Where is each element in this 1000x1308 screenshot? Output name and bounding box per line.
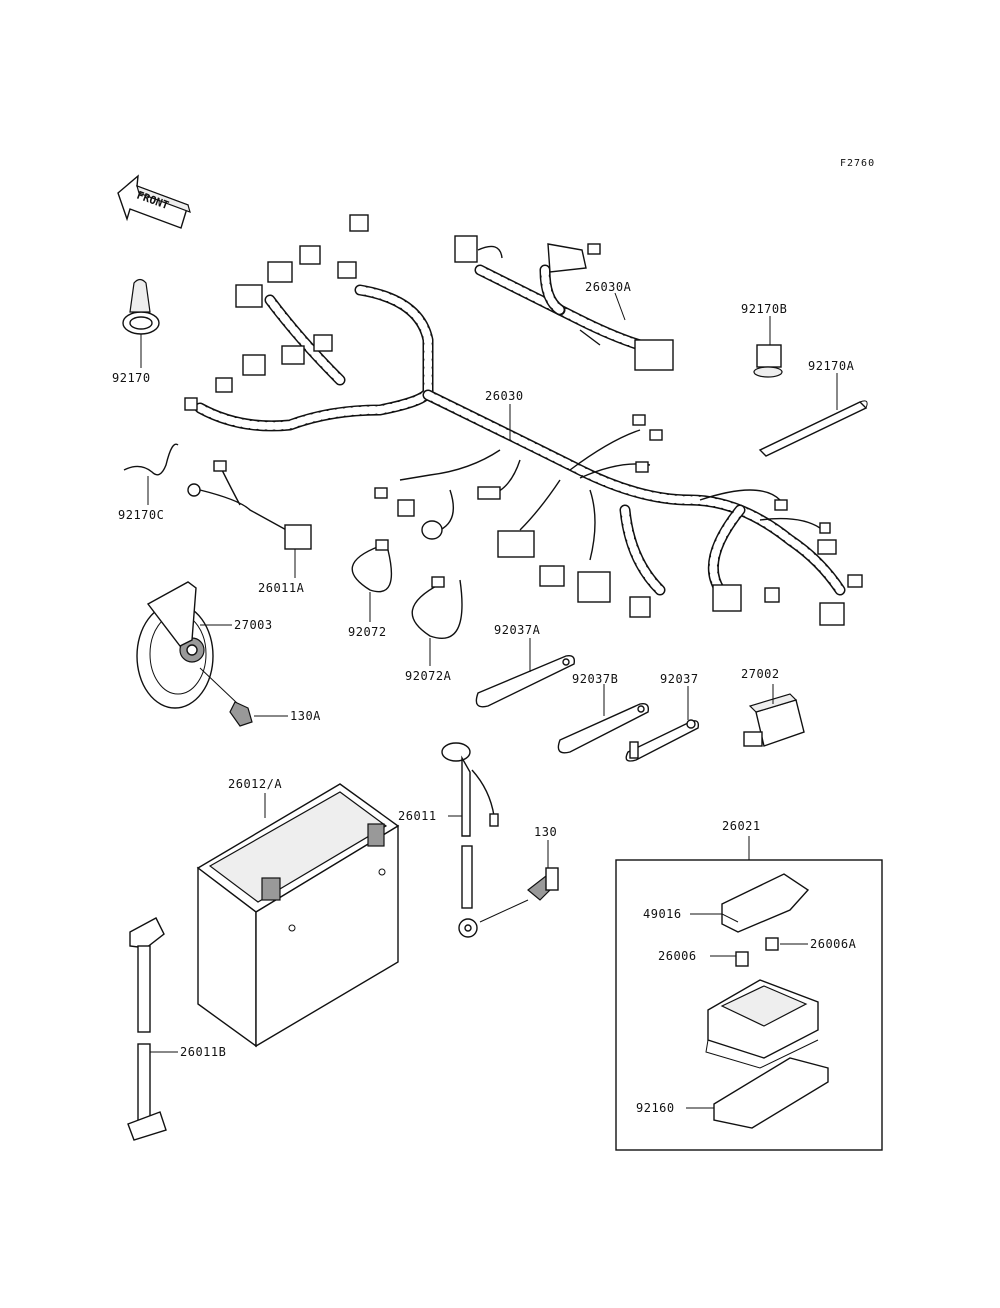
label-130: 130 xyxy=(534,825,557,839)
label-26011B: 26011B xyxy=(180,1045,226,1059)
clip-92170C xyxy=(123,443,179,505)
plate-92037B xyxy=(557,684,650,754)
label-27003: 27003 xyxy=(234,618,273,632)
plate-92037A xyxy=(475,638,576,708)
label-92170B: 92170B xyxy=(741,302,787,316)
label-130A: 130A xyxy=(290,709,321,723)
relay-27002 xyxy=(743,684,805,747)
battery-26012A xyxy=(196,783,400,1048)
label-26011: 26011 xyxy=(398,809,437,823)
label-26012A: 26012/A xyxy=(228,777,282,791)
sub-harness-26030A xyxy=(454,235,674,371)
plate-92037 xyxy=(625,686,700,762)
cable-26011B xyxy=(127,917,178,1141)
label-92037A: 92037A xyxy=(494,623,541,637)
label-92170A: 92170A xyxy=(808,359,855,373)
lead-26011A xyxy=(187,460,312,578)
label-49016: 49016 xyxy=(643,907,682,921)
label-92037B: 92037B xyxy=(572,672,618,686)
clip-92170B xyxy=(753,316,783,378)
label-26030: 26030 xyxy=(485,389,524,403)
cable-26011 xyxy=(441,742,499,938)
label-92170: 92170 xyxy=(112,371,151,385)
label-26030A: 26030A xyxy=(585,280,632,294)
label-26006A: 26006A xyxy=(810,937,857,951)
label-92072: 92072 xyxy=(348,625,387,639)
label-92170C: 92170C xyxy=(118,508,164,522)
tie-92072A xyxy=(411,576,463,666)
label-26021: 26021 xyxy=(722,819,761,833)
label-92160: 92160 xyxy=(636,1101,675,1115)
fuse-box-26021 xyxy=(615,836,883,1151)
main-harness-26030 xyxy=(184,214,863,626)
bolt-130 xyxy=(479,840,559,923)
horn-27003 xyxy=(136,581,239,709)
tie-92072 xyxy=(351,539,393,622)
label-92072A: 92072A xyxy=(405,669,452,683)
label-26006: 26006 xyxy=(658,949,697,963)
bolt-130A xyxy=(229,701,288,727)
band-92170A xyxy=(758,373,868,457)
clamp-92170 xyxy=(122,278,160,368)
label-26011A: 26011A xyxy=(258,581,305,595)
front-arrow: FRONT xyxy=(117,174,191,229)
label-27002: 27002 xyxy=(741,667,780,681)
figure-code: F2760 xyxy=(840,158,875,169)
label-92037: 92037 xyxy=(660,672,699,686)
